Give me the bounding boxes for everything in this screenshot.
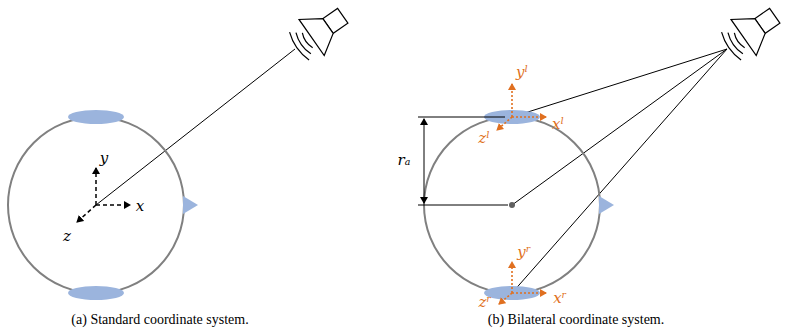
nose <box>599 196 614 214</box>
sound-waves <box>719 26 749 61</box>
axis-label: x <box>136 199 144 214</box>
sound-path-right <box>512 49 727 293</box>
axis-label: y <box>100 151 108 166</box>
dimension-arrow <box>424 119 425 203</box>
dimension-label: rₐ <box>398 153 411 168</box>
sound-path <box>512 49 727 205</box>
zr-axis <box>499 293 512 304</box>
xl-axis <box>512 116 546 118</box>
sound-path-left <box>512 49 727 117</box>
sound-waves <box>287 26 317 61</box>
speaker-cone <box>731 8 773 56</box>
axis-label: yʳ <box>517 245 531 260</box>
zl-axis <box>497 117 512 130</box>
yl-axis <box>511 84 513 117</box>
y-axis <box>95 168 97 205</box>
loudspeaker <box>716 0 787 66</box>
axis-label: zʳ <box>478 295 491 310</box>
nose <box>183 196 198 214</box>
z-axis <box>77 205 96 222</box>
dimension-extension <box>418 117 505 118</box>
sound-path <box>96 49 295 205</box>
speaker-cone <box>299 8 341 56</box>
axis-label: yˡ <box>516 65 528 80</box>
yr-axis <box>511 262 513 293</box>
axis-label: zˡ <box>478 131 490 146</box>
axis-label: xˡ <box>552 117 564 132</box>
subfigure-caption: (a) Standard coordinate system. <box>71 313 248 327</box>
subfigure-caption: (b) Bilateral coordinate system. <box>488 313 665 327</box>
dimension-extension <box>418 205 508 206</box>
axis-label: xʳ <box>553 291 567 306</box>
head-outline <box>8 117 184 293</box>
left-ear <box>68 110 124 124</box>
xr-axis <box>512 292 546 294</box>
right-ear <box>68 286 124 300</box>
axis-label: z <box>63 229 71 244</box>
x-axis <box>96 204 130 206</box>
head-center <box>509 202 515 208</box>
loudspeaker <box>284 0 355 66</box>
